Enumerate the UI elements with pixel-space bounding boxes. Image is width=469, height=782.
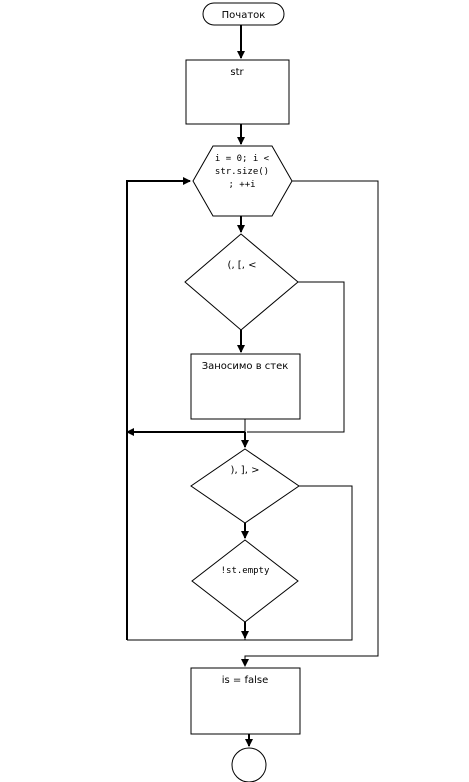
loop-line-2: str.size() [215,167,269,177]
connector-cond2-no [245,485,353,641]
loop-line-1: i = 0; i < [215,154,270,164]
condition-stack-empty: !st.empty [191,539,299,623]
loop-exit-line [241,180,379,667]
result-label: is = false [222,675,269,686]
start-terminal: Початок [202,2,285,26]
loop-hexagon: i = 0; i < str.size() ; ++i [192,145,293,217]
push-stack-label: Заносимо в стек [202,361,289,372]
condition-close-brackets: ), ], > [190,448,300,524]
end-terminal [231,747,267,782]
condition-close-label: ), ], > [231,465,260,476]
condition-open-label: (, [, < [228,260,257,271]
result-block: is = false [190,667,301,735]
input-block: str [185,59,290,125]
connector-cond1-no [247,281,345,433]
push-stack-block: Заносимо в стек [190,353,301,420]
condition-stack-label: !st.empty [221,566,270,576]
loop-line-3: ; ++i [228,180,255,190]
input-label: str [230,67,244,78]
start-label: Початок [222,10,266,21]
condition-open-brackets: (, [, < [184,233,299,331]
loop-back-line [126,177,191,640]
